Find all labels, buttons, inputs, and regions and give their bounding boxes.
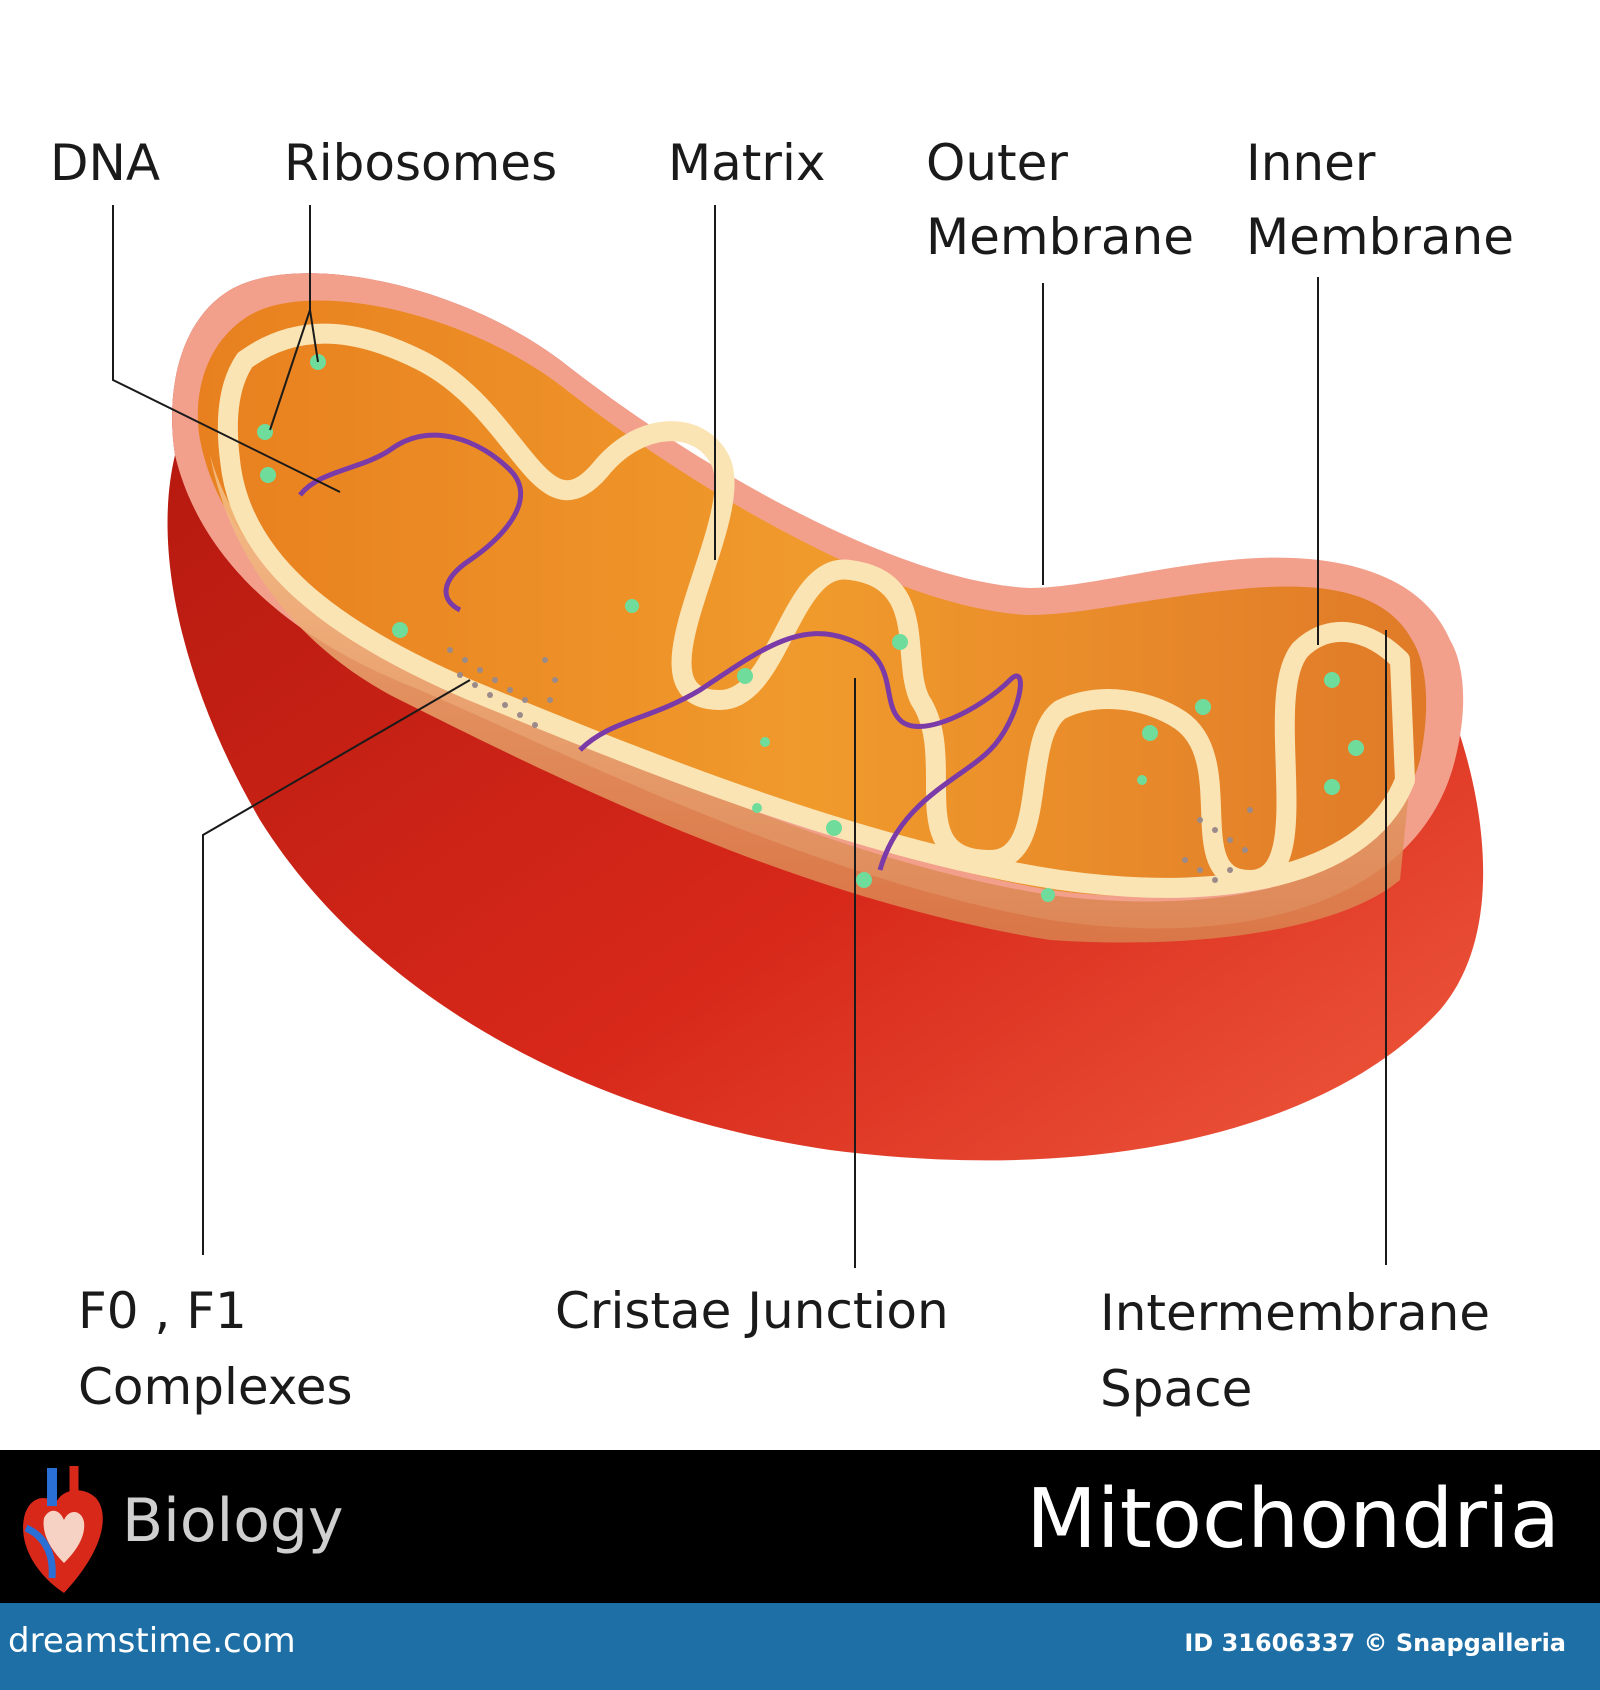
label-dna: DNA	[50, 134, 161, 192]
label-f0-f1-line1: F0 , F1	[78, 1282, 247, 1340]
label-outer-membrane-line2: Membrane	[926, 208, 1194, 266]
label-inner-membrane-line1: Inner	[1246, 134, 1376, 192]
title-banner: Biology Mitochondria	[0, 1450, 1600, 1603]
mitochondria-illustration	[112, 205, 1484, 1268]
heart-icon	[23, 1466, 103, 1593]
label-cristae-junction: Cristae Junction	[555, 1282, 949, 1340]
dna-strand-2	[578, 631, 1023, 871]
banner-title: Mitochondria	[1026, 1472, 1560, 1567]
label-outer-membrane-line1: Outer	[926, 134, 1068, 192]
banner-subject: Biology	[122, 1486, 344, 1556]
leader-f0-f1	[202, 679, 471, 1255]
inner-wall	[210, 455, 1410, 943]
footer-site: dreamstime.com	[8, 1621, 296, 1661]
leader-dna	[112, 205, 341, 493]
dna-strand-1	[298, 432, 524, 613]
label-ribosomes: Ribosomes	[284, 134, 558, 192]
label-inner-membrane-line2: Membrane	[1246, 208, 1514, 266]
label-matrix: Matrix	[668, 134, 826, 192]
diagram-stage: DNA Ribosomes Matrix Outer Membrane Inne…	[50, 134, 1514, 1418]
f0-f1-complex-dots	[447, 647, 1253, 883]
leader-ribosomes-b	[269, 309, 311, 431]
leader-lines	[112, 205, 1387, 1268]
footer-id-credit: ID 31606337 © Snapgalleria	[1184, 1629, 1566, 1657]
label-intermembrane-space-line1: Intermembrane	[1100, 1284, 1491, 1342]
footer-bar: dreamstime.com ID 31606337 © Snapgalleri…	[0, 1603, 1600, 1690]
ribosome-dots	[257, 354, 1364, 902]
label-intermembrane-space-line2: Space	[1100, 1360, 1253, 1418]
label-f0-f1-line2: Complexes	[78, 1358, 353, 1416]
